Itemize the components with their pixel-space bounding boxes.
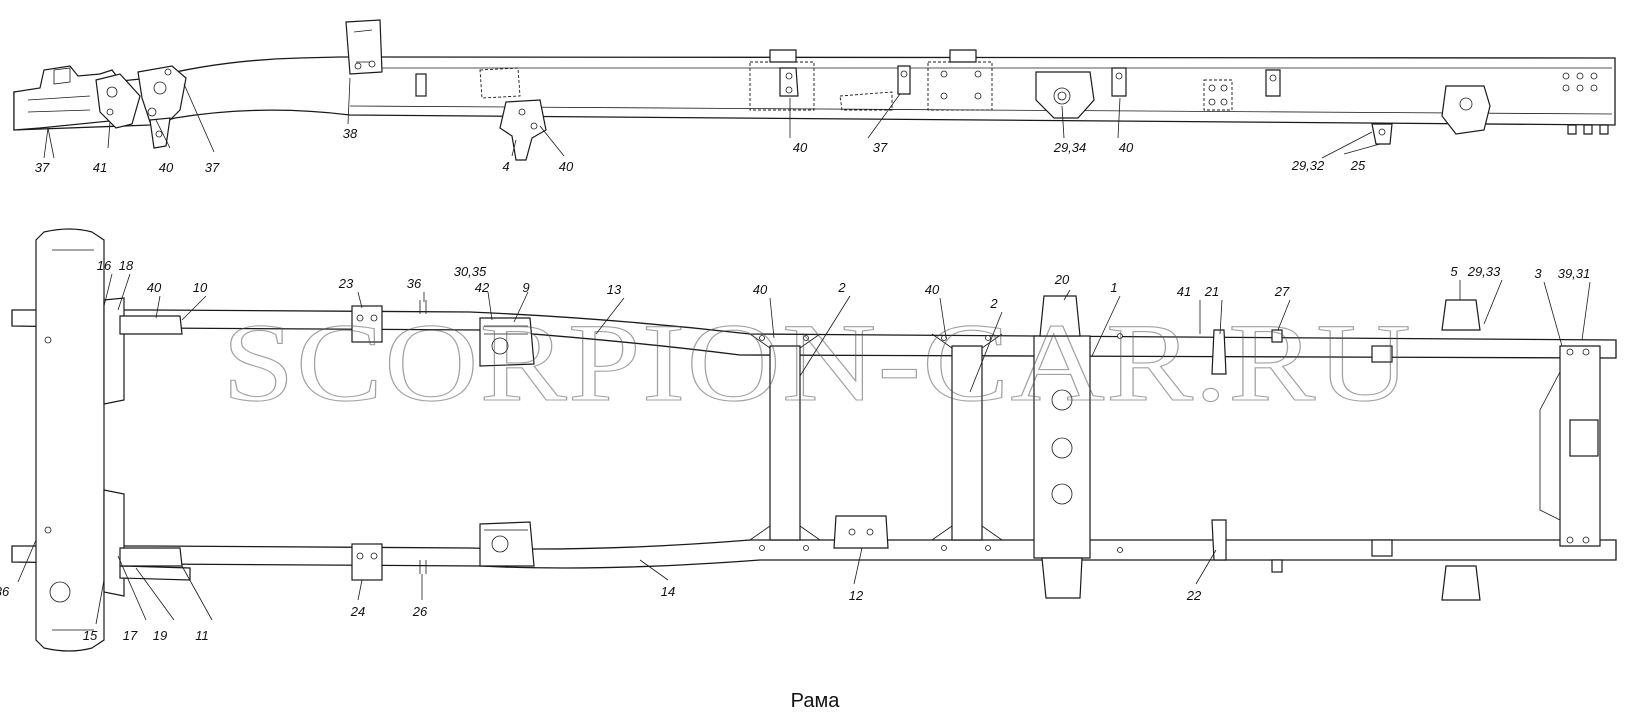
callout-top-20: 20 [1054, 272, 1070, 287]
callout-top-12: 12 [849, 588, 864, 603]
callout-top-39-31: 39,31 [1558, 266, 1591, 281]
callout-top-19: 19 [153, 628, 167, 643]
callout-top-36a: 36 [407, 276, 422, 291]
callout-side-40b: 40 [559, 159, 574, 174]
callout-side-29-32: 29,32 [1291, 158, 1325, 173]
side-view-callouts: 37 41 40 37 38 4 40 40 37 29,34 40 29,32… [35, 77, 1381, 175]
callout-top-40c: 40 [925, 282, 940, 297]
callout-top-24: 24 [350, 604, 365, 619]
callout-top-2a: 2 [837, 280, 846, 295]
callout-top-1: 1 [1110, 280, 1117, 295]
callout-top-15: 15 [83, 628, 98, 643]
callout-top-30-35: 30,35 [454, 264, 487, 279]
callout-top-3: 3 [1534, 266, 1542, 281]
callout-top-10: 10 [193, 280, 208, 295]
callout-side-37c: 37 [873, 140, 888, 155]
callout-side-40a: 40 [159, 160, 174, 175]
top-view-callouts: 16 18 40 10 23 36 30,35 42 9 13 40 2 40 … [0, 258, 1591, 643]
callout-top-17: 17 [123, 628, 138, 643]
callout-top-2b: 2 [989, 296, 998, 311]
callout-top-40b: 40 [753, 282, 768, 297]
callout-top-42: 42 [475, 280, 490, 295]
callout-side-37b: 37 [205, 160, 220, 175]
callout-side-4: 4 [502, 159, 509, 174]
frame-top-view [11, 228, 1617, 652]
callout-side-25: 25 [1350, 158, 1366, 173]
frame-side-view [13, 19, 1616, 161]
callout-top-22: 22 [1186, 588, 1202, 603]
callout-side-40d: 40 [1119, 140, 1134, 155]
watermark-text: SCORPION-CAR.RU [222, 301, 1412, 425]
callout-top-29-33: 29,33 [1467, 264, 1501, 279]
callout-top-16: 16 [97, 258, 112, 273]
callout-top-27: 27 [1274, 284, 1290, 299]
callout-top-26: 26 [412, 604, 428, 619]
callout-top-41: 41 [1177, 284, 1191, 299]
callout-top-21: 21 [1204, 284, 1219, 299]
callout-top-13: 13 [607, 282, 622, 297]
callout-side-38: 38 [343, 126, 358, 141]
callout-top-40a: 40 [147, 280, 162, 295]
callout-side-29-34: 29,34 [1053, 140, 1087, 155]
callout-top-23: 23 [338, 276, 354, 291]
figure-caption: Рама [790, 690, 840, 712]
callout-top-14: 14 [661, 584, 675, 599]
callout-side-41: 41 [93, 160, 107, 175]
callout-top-36b: 36 [0, 584, 10, 599]
callout-side-40c: 40 [793, 140, 808, 155]
callout-top-9: 9 [522, 280, 529, 295]
callout-side-37a: 37 [35, 160, 50, 175]
callout-top-5: 5 [1450, 264, 1458, 279]
callout-top-11: 11 [195, 628, 209, 643]
callout-top-18: 18 [119, 258, 134, 273]
